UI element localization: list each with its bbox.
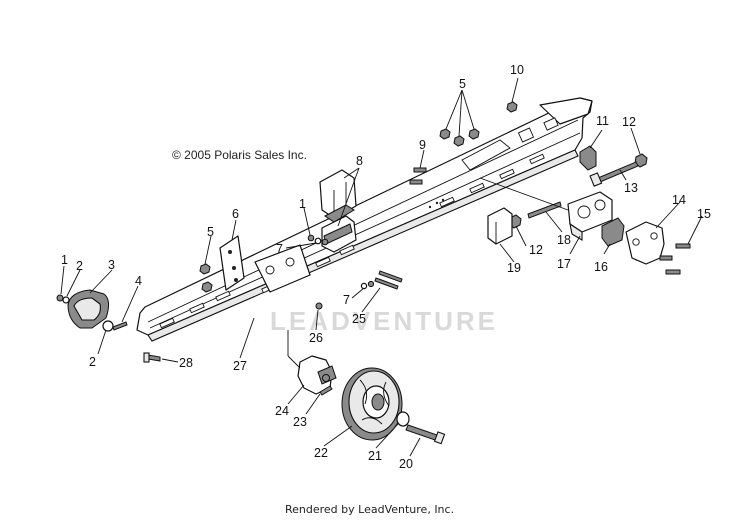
- part-9-bolt-a: [413, 167, 427, 173]
- callout-14: 14: [672, 193, 686, 207]
- callout-numbers: 1 2 3 4 2 5 1 7 6 8 9 5 10 11 12 13 12 1…: [61, 63, 711, 471]
- callout-10: 10: [510, 63, 524, 77]
- part-3-end-cap: [67, 289, 110, 329]
- part-5-nut-b: [201, 281, 213, 293]
- part-7-washer-a: [314, 237, 322, 245]
- part-14-bracket: [625, 221, 665, 265]
- callout-28: 28: [179, 356, 193, 370]
- callout-6: 6: [232, 207, 239, 221]
- callout-19: 19: [507, 261, 521, 275]
- part-7-nut-b: [367, 280, 375, 288]
- part-13-bolt: [597, 161, 639, 183]
- callout-17: 17: [557, 257, 571, 271]
- part-11-clip: [579, 145, 597, 171]
- callout-2-top: 2: [76, 259, 83, 273]
- callout-5-left: 5: [207, 225, 214, 239]
- callout-18: 18: [557, 233, 571, 247]
- callout-26: 26: [309, 331, 323, 345]
- leader-lines: [60, 77, 703, 457]
- part-24-axle-bracket: [297, 355, 337, 395]
- callout-23: 23: [293, 415, 307, 429]
- part-16-block: [601, 217, 625, 247]
- part-25-bolt-a: [374, 277, 399, 290]
- rail-assembly: [136, 97, 593, 342]
- part-28-head: [143, 352, 150, 363]
- part-23-bolt: [319, 385, 333, 396]
- part-2-washer: [62, 296, 70, 304]
- copyright-notice: © 2005 Polaris Sales Inc.: [172, 148, 307, 162]
- part-20-bolt-head: [433, 431, 446, 445]
- part-1-small-nut: [307, 234, 315, 242]
- part-8-blocks: [319, 169, 357, 253]
- part-7-nut-a: [321, 238, 329, 246]
- callout-8: 8: [356, 154, 363, 168]
- part-10-nut: [506, 101, 518, 113]
- part-5-nuts-upper: [439, 128, 480, 147]
- callout-2-bottom: 2: [89, 355, 96, 369]
- part-1-nut: [56, 294, 64, 302]
- part-7-washer-b: [360, 282, 368, 290]
- callout-1-middle: 1: [299, 197, 306, 211]
- callout-27: 27: [233, 359, 247, 373]
- part-15-bolt-c: [665, 269, 681, 275]
- callout-22: 22: [314, 446, 328, 460]
- callout-3: 3: [108, 258, 115, 272]
- part-17-bracket: [567, 191, 613, 241]
- callout-12-lower: 12: [529, 243, 543, 257]
- part-18-pin: [527, 201, 562, 219]
- part-15-bolt-a: [675, 243, 691, 249]
- part-13-bolt-head: [589, 172, 603, 187]
- part-28-bolt: [147, 354, 161, 362]
- part-25-bolt-b: [378, 270, 403, 283]
- callout-24: 24: [275, 404, 289, 418]
- callout-11: 11: [596, 114, 609, 128]
- callout-15: 15: [697, 207, 711, 221]
- part-15-bolt-b: [659, 255, 673, 261]
- part-26-fastener: [315, 302, 323, 310]
- callout-25: 25: [352, 312, 366, 326]
- part-2-washer-lower: [102, 320, 114, 332]
- part-22-idler-wheel: [341, 367, 403, 441]
- callout-16: 16: [594, 260, 608, 274]
- callout-21: 21: [368, 449, 382, 463]
- part-4-bolt: [112, 321, 128, 331]
- callout-20: 20: [399, 457, 413, 471]
- callout-13: 13: [624, 181, 638, 195]
- callout-7-upper: 7: [276, 242, 283, 256]
- part-20-bolt: [405, 424, 441, 442]
- callout-12-upper: 12: [622, 115, 636, 129]
- callout-7-lower: 7: [343, 293, 350, 307]
- callout-5-upper: 5: [459, 77, 466, 91]
- part-19-block: [487, 207, 513, 245]
- part-9-bolt-b: [409, 179, 423, 185]
- callout-1-left: 1: [61, 253, 68, 267]
- callout-4: 4: [135, 274, 142, 288]
- part-21-washer: [396, 411, 410, 427]
- watermark: LEADVENTURE: [270, 306, 498, 336]
- footer-credit: Rendered by LeadVenture, Inc.: [285, 503, 454, 516]
- callout-9: 9: [419, 138, 426, 152]
- part-5-nut-a: [199, 263, 211, 275]
